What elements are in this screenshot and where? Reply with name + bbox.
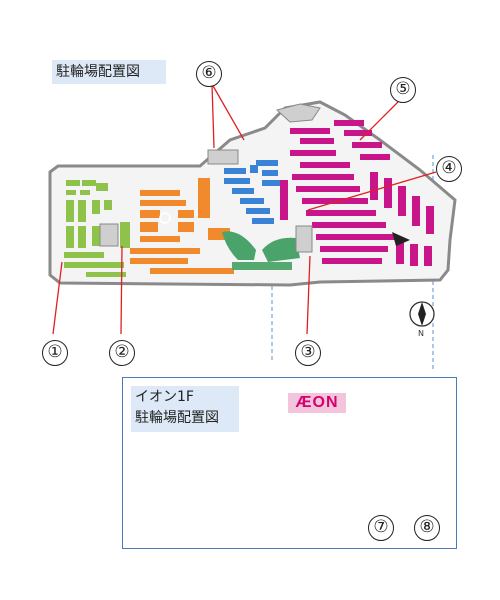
kiosk-structure-3	[295, 225, 313, 253]
inset-section-label: A	[355, 457, 364, 471]
marker-1: ①	[42, 340, 68, 366]
rooftop-structure	[275, 103, 321, 123]
inset-title-line2: 駐輪場配置図	[135, 410, 219, 426]
landscape-left	[222, 231, 256, 260]
marker-3: ③	[295, 340, 321, 366]
compass-label: N	[418, 329, 424, 338]
magenta-bike-zone	[280, 120, 434, 266]
entrance-marker	[392, 232, 410, 246]
kiosk-structure-6	[207, 149, 239, 165]
marker-5: ⑤	[390, 77, 416, 103]
orange-bike-zone	[130, 178, 234, 274]
landscape-right	[262, 237, 300, 262]
marker-8: ⑧	[414, 515, 440, 541]
kiosk-structure-2	[99, 223, 119, 247]
inset-title-line1: イオン1F	[135, 389, 194, 405]
green-bike-zone	[64, 180, 130, 277]
marker-4: ④	[436, 156, 462, 182]
blue-bike-zone	[224, 160, 282, 224]
compass-icon	[409, 301, 435, 327]
map-title: 駐輪場配置図	[52, 60, 166, 84]
marker-7: ⑦	[368, 515, 394, 541]
marker-2: ②	[109, 340, 135, 366]
aeon-logo: ÆON	[288, 393, 346, 413]
orange-zone-marker	[159, 212, 171, 224]
marker-6: ⑥	[196, 61, 222, 87]
inset-title: イオン1F 駐輪場配置図	[131, 386, 239, 432]
landscape-strip	[232, 262, 292, 270]
